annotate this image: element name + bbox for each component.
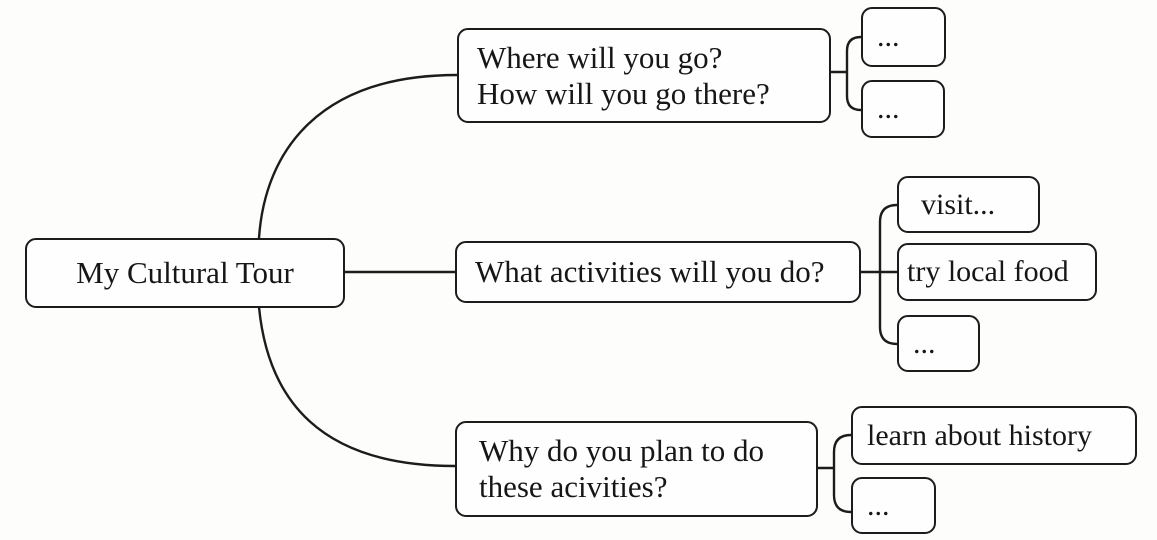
answer-box: try local food bbox=[897, 243, 1097, 301]
question-box-where: Where will you go? How will you go there… bbox=[457, 28, 831, 123]
answer-box: ... bbox=[851, 477, 936, 534]
answer-box: ... bbox=[861, 7, 946, 67]
root-node: My Cultural Tour bbox=[25, 238, 345, 308]
question-line: What activities will you do? bbox=[475, 254, 825, 289]
answer-text: ... bbox=[877, 92, 900, 125]
question-line: Why do you plan to do bbox=[479, 433, 764, 468]
question-line: Where will you go? bbox=[477, 39, 723, 75]
connector-root-to-branch-3 bbox=[257, 305, 457, 468]
bracket-branch-3 bbox=[815, 433, 853, 514]
root-label: My Cultural Tour bbox=[76, 255, 294, 290]
answer-box: ... bbox=[897, 315, 980, 372]
question-line: these acivities? bbox=[479, 469, 668, 504]
question-line: How will you go there? bbox=[477, 75, 770, 111]
question-box-activities: What activities will you do? bbox=[455, 241, 861, 303]
answer-box: ... bbox=[861, 80, 945, 138]
connector-root-to-branch-1 bbox=[257, 73, 459, 240]
answer-text: ... bbox=[867, 488, 890, 522]
answer-box: visit... bbox=[897, 176, 1040, 233]
bracket-branch-1 bbox=[828, 35, 863, 112]
answer-text: ... bbox=[913, 326, 936, 360]
answer-text: learn about history bbox=[867, 418, 1092, 452]
bracket-branch-2 bbox=[859, 203, 899, 346]
answer-text: try local food bbox=[907, 255, 1069, 288]
answer-text: ... bbox=[877, 20, 900, 53]
answer-text: visit... bbox=[921, 187, 996, 221]
question-box-why: Why do you plan to do these acivities? bbox=[455, 421, 818, 517]
answer-box: learn about history bbox=[851, 406, 1137, 465]
